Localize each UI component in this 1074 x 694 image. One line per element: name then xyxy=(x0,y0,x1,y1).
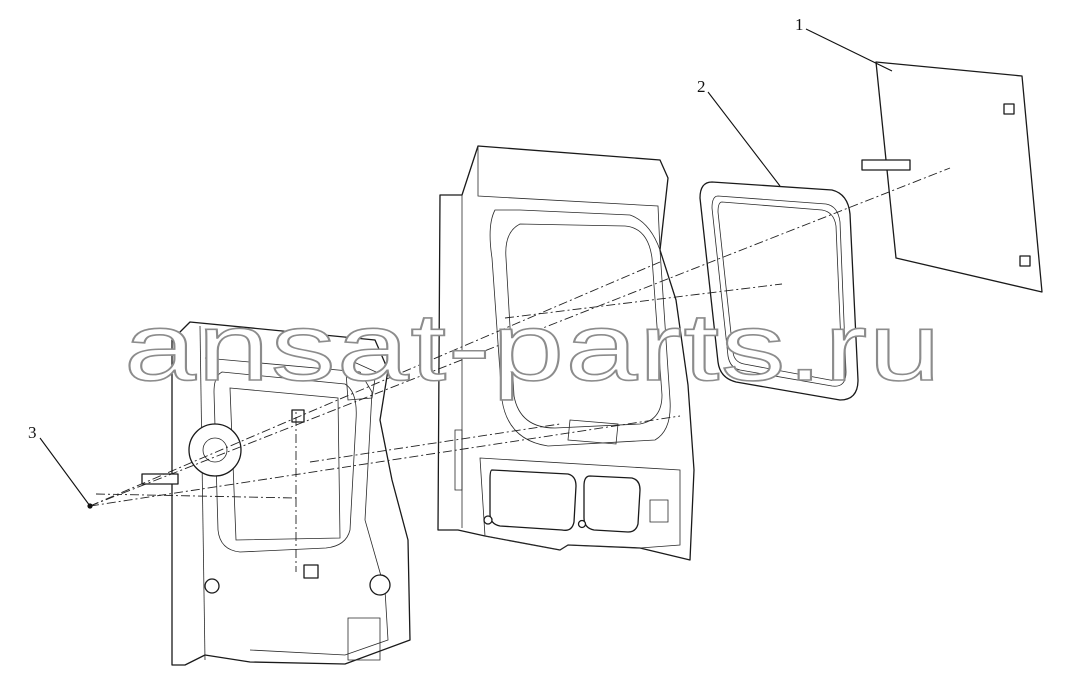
watermark-text: ansat-parts.ru xyxy=(124,294,942,401)
rear-side-trim-panel xyxy=(437,145,695,561)
assembly-axis-lines xyxy=(89,167,951,572)
callout-leaders xyxy=(39,28,893,509)
front-side-trim-panel xyxy=(141,321,411,666)
callout-2: 2 xyxy=(697,77,706,96)
window-glass-pane xyxy=(861,61,1043,293)
callout-1: 1 xyxy=(795,15,804,34)
leader-dot xyxy=(87,503,93,509)
window-seal-frame xyxy=(699,181,859,401)
callout-3: 3 xyxy=(28,423,37,442)
